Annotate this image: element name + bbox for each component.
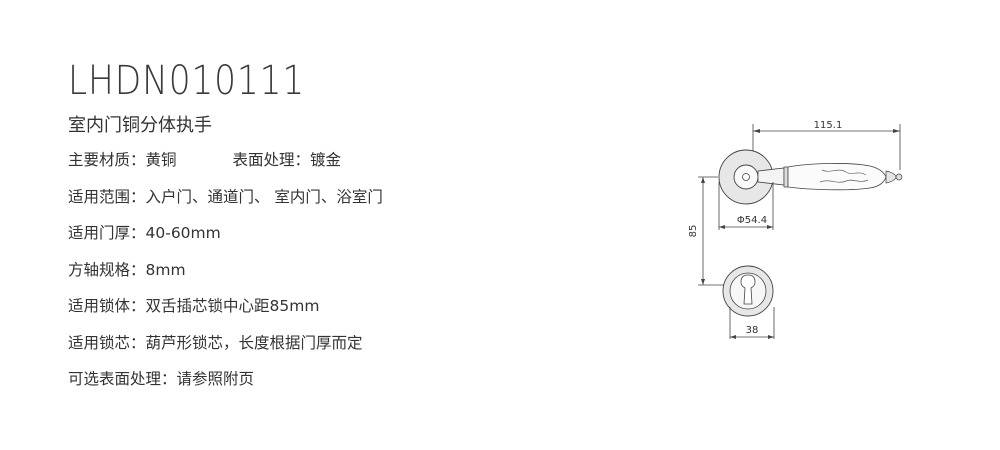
arrow-center-bottom xyxy=(701,279,705,285)
lever-ornament xyxy=(819,169,869,183)
spec-material: 主要材质：黄铜 xyxy=(68,151,177,169)
arrow-esc-right xyxy=(768,335,774,339)
spec-lock-body: 适用锁体：双舌插芯锁中心距85mm xyxy=(68,297,320,315)
lever-finial xyxy=(895,173,903,181)
lever-collar xyxy=(783,166,789,188)
technical-drawing: 115.1 Φ54.4 85 38 xyxy=(688,120,903,339)
product-model: LHDN010111 xyxy=(68,58,306,104)
spec-list: 主要材质：黄铜 表面处理：镀金 适用范围：入户门、通道门、 室内门、浴室门 适用门… xyxy=(68,148,383,404)
arrow-rose-left xyxy=(719,225,725,229)
spec-row-material: 主要材质：黄铜 表面处理：镀金 xyxy=(68,148,383,185)
keyhole-icon xyxy=(740,274,756,305)
lever-end-cap xyxy=(885,170,897,184)
arrow-center-top xyxy=(701,177,705,183)
arrow-rose-right xyxy=(767,225,773,229)
spec-finish-options: 可选表面处理：请参照附页 xyxy=(68,370,255,388)
lever-body xyxy=(787,163,887,191)
arrow-esc-left xyxy=(730,335,736,339)
spindle-hole xyxy=(742,173,750,181)
dim-center-label: 85 xyxy=(688,225,699,238)
lever-neck xyxy=(757,167,785,186)
arrow-right xyxy=(893,129,900,133)
spec-surface: 表面处理：镀金 xyxy=(232,151,342,169)
arrow-left xyxy=(753,129,760,133)
spec-usage: 适用范围：入户门、通道门、 室内门、浴室门 xyxy=(68,187,383,206)
dim-rose-label: Φ54.4 xyxy=(737,215,767,226)
spec-spindle: 方轴规格：8mm xyxy=(68,260,186,279)
dim-length-label: 115.1 xyxy=(814,120,843,131)
dim-escutcheon-label: 38 xyxy=(746,325,759,336)
spec-lock-cylinder: 适用锁芯：葫芦形锁芯，长度根据门厚而定 xyxy=(68,333,363,352)
spec-door-thickness: 适用门厚：40-60mm xyxy=(68,224,221,242)
product-name: 室内门铜分体执手 xyxy=(68,115,212,136)
